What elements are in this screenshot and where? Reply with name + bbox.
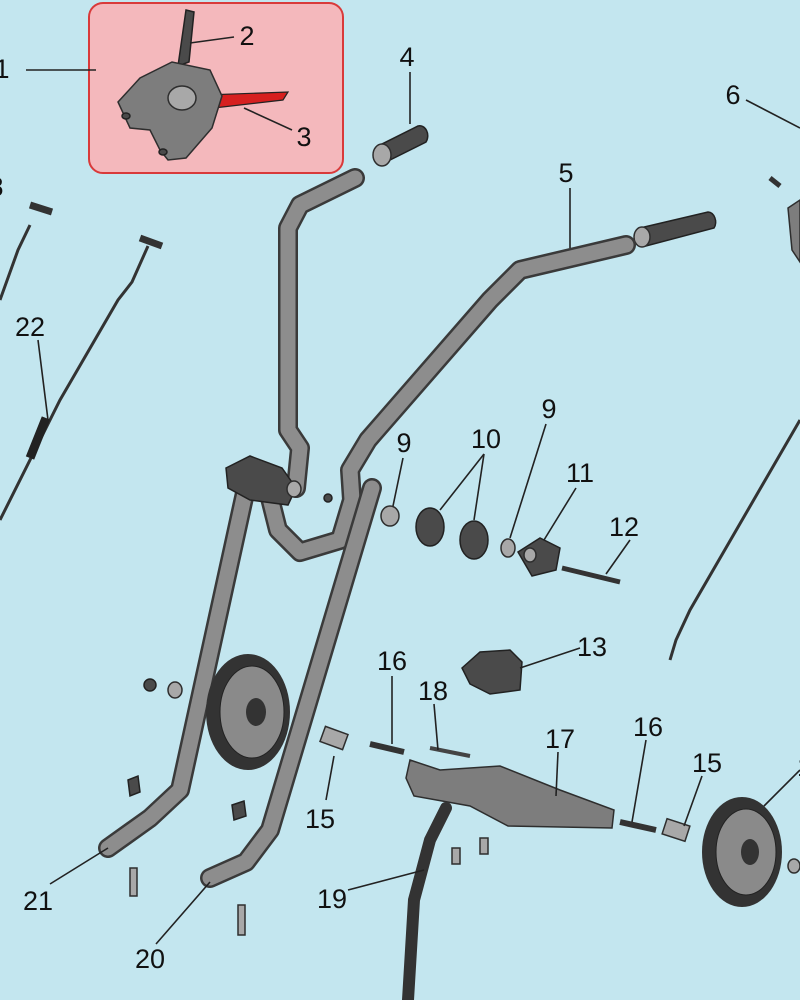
bolt-part-12 (561, 565, 621, 585)
bolt-part-16a (369, 741, 405, 755)
label-8: 8 (0, 172, 4, 202)
label-16a: 16 (377, 646, 407, 676)
label-12: 12 (609, 512, 639, 542)
label-21: 21 (23, 886, 53, 916)
label-11: 11 (566, 458, 594, 488)
label-22: 22 (15, 312, 45, 342)
bracket-part-17 (405, 759, 615, 829)
pin-part-18 (429, 746, 471, 758)
spacer-part-15a (319, 725, 349, 751)
label-15a: 15 (305, 804, 335, 834)
label-10: 10 (471, 424, 501, 454)
label-13: 13 (577, 632, 607, 662)
knob-part-11 (516, 537, 561, 577)
housing-bore (167, 85, 197, 111)
part-labels: 1 2 3 4 5 6 8 9 9 10 11 12 13 14 15 15 1… (0, 21, 800, 974)
lever-part-2 (177, 9, 195, 68)
lower-frame (98, 460, 382, 888)
grip-part-4 (372, 125, 429, 167)
label-18: 18 (418, 676, 448, 706)
label-9b: 9 (541, 394, 556, 424)
bolt-part-16b (619, 819, 657, 833)
label-14: 14 (797, 752, 800, 782)
label-20: 20 (135, 944, 165, 974)
leader-lines (26, 36, 800, 945)
grip-part-5 (633, 211, 717, 248)
handlebar-upper (258, 168, 636, 562)
label-3: 3 (296, 122, 311, 152)
control-lever-assembly (117, 9, 290, 161)
wheel-right (702, 797, 782, 907)
bushing-part-10 (415, 507, 489, 560)
hinge-knob (225, 455, 302, 506)
label-5: 5 (558, 158, 573, 188)
label-6: 6 (725, 80, 740, 110)
clip-part-13 (461, 649, 523, 695)
label-15b: 15 (692, 748, 722, 778)
housing-hole (121, 112, 131, 120)
cable-right (668, 176, 800, 661)
label-19: 19 (317, 884, 347, 914)
spacer-part-15b (661, 817, 691, 843)
small-hardware (127, 493, 800, 936)
label-16b: 16 (633, 712, 663, 742)
washer-part-9b (500, 538, 516, 558)
wheel-left (206, 654, 290, 770)
hose-part-19 (402, 802, 452, 1000)
lever-housing (117, 61, 223, 161)
cable-part-22 (0, 201, 164, 521)
label-1: 1 (0, 54, 10, 84)
label-4: 4 (399, 42, 414, 72)
label-9a: 9 (396, 428, 411, 458)
label-17: 17 (545, 724, 575, 754)
housing-hole-2 (158, 148, 168, 156)
label-2: 2 (239, 21, 254, 51)
